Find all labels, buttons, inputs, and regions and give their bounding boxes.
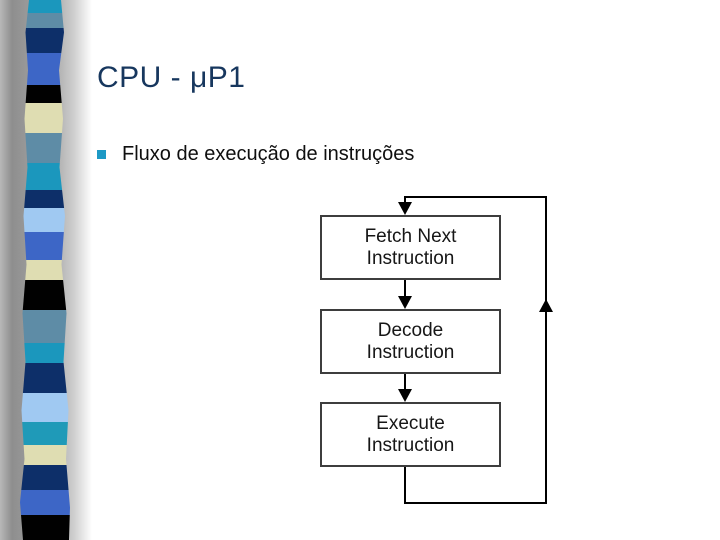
- sidebar-decoration: [0, 0, 92, 540]
- ribbon-stripe: [20, 208, 70, 232]
- ribbon-stripe: [20, 13, 70, 28]
- ribbon-stripe: [20, 465, 70, 490]
- ribbon-stripe: [20, 445, 70, 465]
- flowchart-box-decode: Decode Instruction: [320, 309, 501, 374]
- flowchart-box-execute: Execute Instruction: [320, 402, 501, 467]
- ribbon-stripe: [20, 190, 70, 208]
- ribbon-stripe: [20, 232, 70, 260]
- connector-decode-to-execute: [404, 374, 406, 389]
- loop-line-right: [545, 196, 547, 504]
- flowchart-box-execute-label: Execute Instruction: [366, 412, 455, 456]
- ribbon-stripe: [20, 422, 70, 445]
- loop-line-from-execute: [404, 467, 406, 504]
- bullet-text: Fluxo de execução de instruções: [122, 143, 415, 165]
- ribbon-stripe: [20, 490, 70, 515]
- arrowhead-fetch-to-decode-icon: [398, 296, 412, 309]
- arrowhead-into-fetch-icon: [398, 202, 412, 215]
- flowchart-box-decode-label: Decode Instruction: [366, 319, 455, 363]
- connector-fetch-to-decode: [404, 280, 406, 296]
- ribbon-stripe: [20, 28, 70, 53]
- ribbon-stripe: [20, 393, 70, 422]
- ribbon-stripe: [20, 0, 70, 13]
- flowchart-box-fetch-label: Fetch Next Instruction: [364, 225, 457, 269]
- ribbon-stripe: [20, 103, 70, 133]
- ribbon-stripe: [20, 280, 70, 310]
- bullet-item: Fluxo de execução de instruções: [97, 142, 414, 166]
- flowchart-box-fetch: Fetch Next Instruction: [320, 215, 501, 280]
- loop-arrowhead-up-icon: [539, 299, 553, 312]
- connector-into-fetch: [404, 196, 406, 204]
- ribbon-stripe: [20, 85, 70, 103]
- slide-title: CPU - μP1: [97, 61, 246, 94]
- ribbon-stripe: [20, 343, 70, 363]
- ribbon-stripe: [20, 363, 70, 393]
- loop-line-top: [404, 196, 547, 198]
- loop-line-bottom: [405, 502, 547, 504]
- ribbon-stripe: [20, 310, 70, 343]
- bullet-marker-icon: [97, 150, 106, 159]
- ribbon-stripe: [20, 260, 70, 280]
- ribbon-stripe: [20, 515, 70, 540]
- arrowhead-decode-to-execute-icon: [398, 389, 412, 402]
